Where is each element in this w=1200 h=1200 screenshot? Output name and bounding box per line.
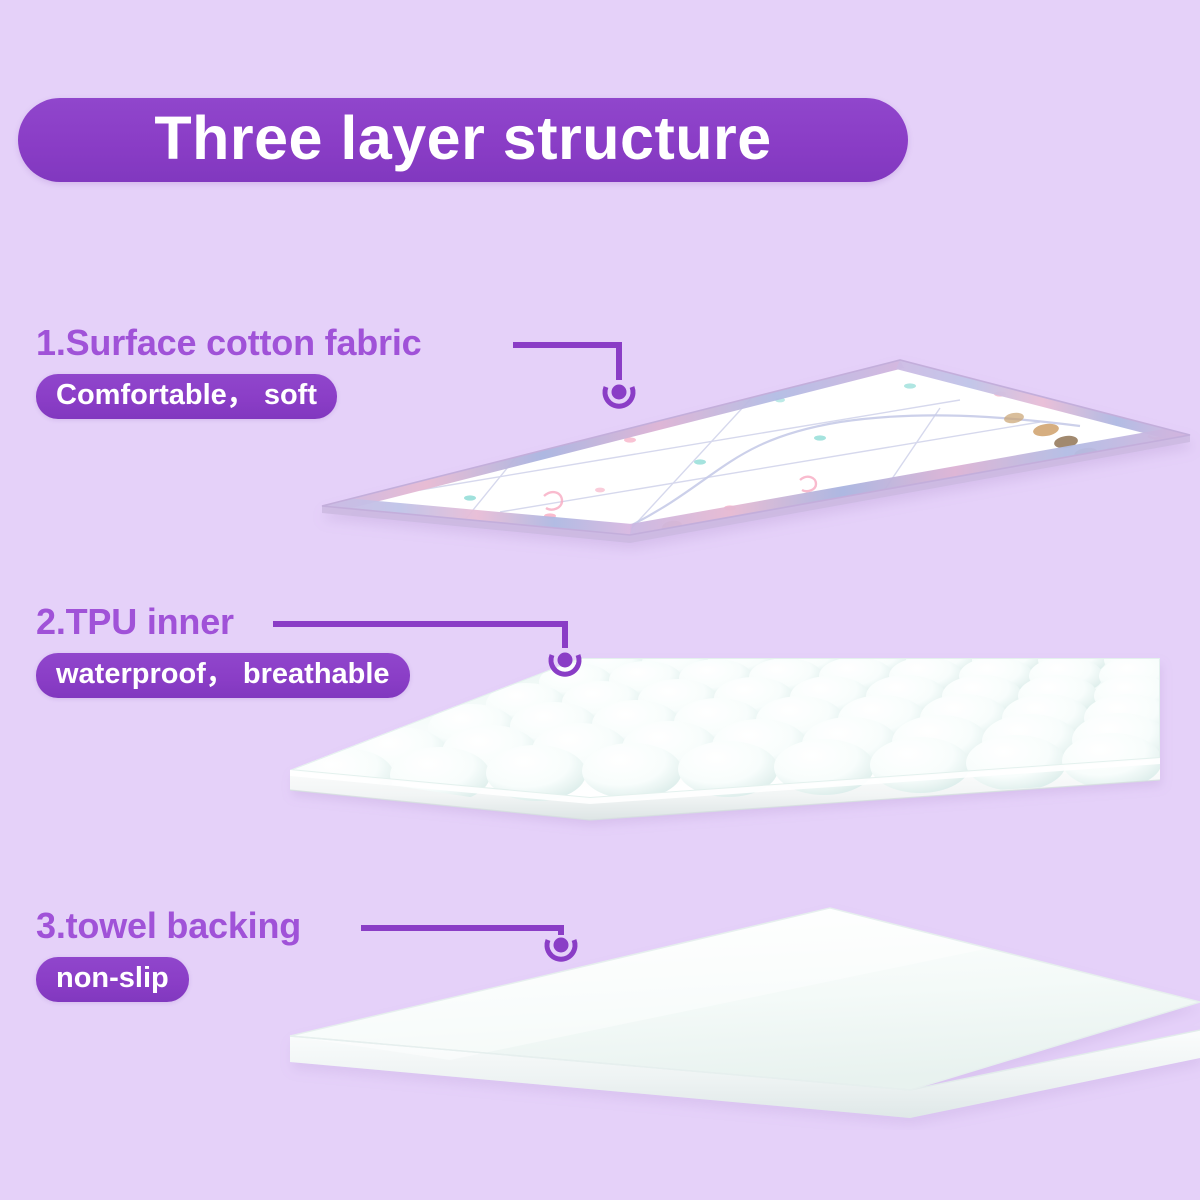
layer-3-heading: 3.towel backing bbox=[36, 905, 302, 946]
callout-layer-3: 3.towel backing non-slip bbox=[36, 905, 302, 1003]
callout-layer-2: 2.TPU inner waterproof， breathable bbox=[36, 601, 410, 699]
layer-1-heading: 1.Surface cotton fabric bbox=[36, 322, 422, 363]
layer-2-feature-pill: waterproof， breathable bbox=[36, 653, 410, 699]
title-banner: Three layer structure bbox=[18, 98, 908, 182]
layer-3-feature-pill: non-slip bbox=[36, 957, 189, 1003]
layer-1-feature-pill: Comfortable， soft bbox=[36, 374, 338, 420]
layer-2-heading: 2.TPU inner bbox=[36, 601, 234, 642]
layer-2-artwork-tpu-slab bbox=[289, 658, 1161, 821]
page-title: Three layer structure bbox=[154, 103, 772, 172]
callout-layer-1: 1.Surface cotton fabric Comfortable， sof… bbox=[36, 322, 422, 420]
layer-3-artwork-towel-backing bbox=[289, 907, 1200, 1118]
layer-1-artwork-cotton-fabric bbox=[321, 359, 1191, 543]
